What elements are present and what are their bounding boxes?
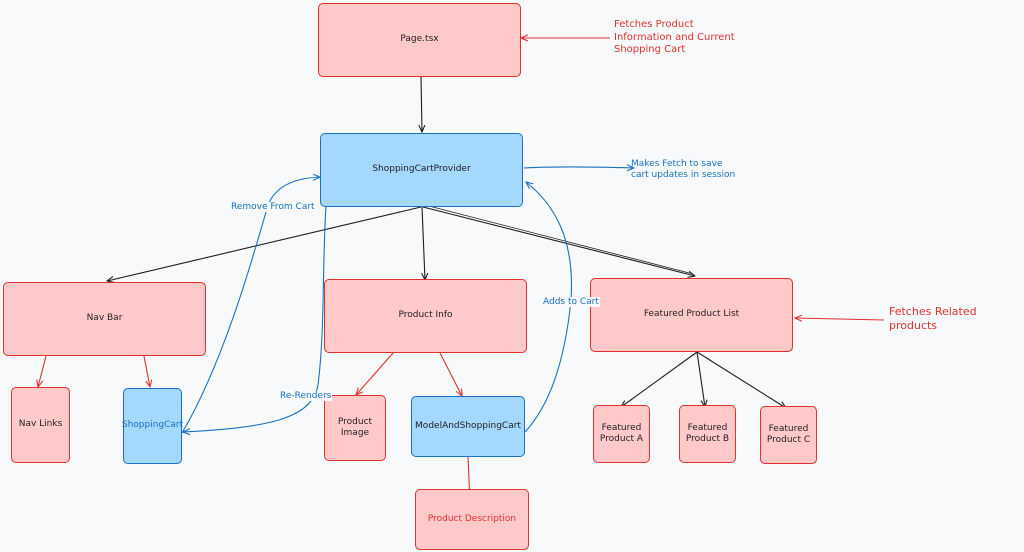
edge-makes-fetch [523,167,634,168]
edge-navbar-to-navlinks [38,355,47,387]
edge-label-re-renders: Re-Renders [279,391,333,401]
node-product-description[interactable]: Product Description [415,489,529,550]
node-product-image-label: Product Image [337,416,373,438]
edge-adds-to-cart [524,182,573,433]
node-shopping-cart-provider-label: ShoppingCartProvider [372,164,471,175]
node-shopping-cart-provider[interactable]: ShoppingCartProvider [320,133,523,207]
node-featured-product-a[interactable]: Featured Product A [593,405,650,463]
node-page-tsx[interactable]: Page.tsx [318,3,521,77]
edge-productinfo-to-image [356,352,394,395]
edge-provider-to-productinfo [422,206,425,280]
node-featured-product-list[interactable]: Featured Product List [590,278,793,352]
edge-featured-to-a [621,351,698,407]
node-page-tsx-label: Page.tsx [400,34,439,45]
node-nav-links[interactable]: Nav Links [11,387,70,463]
edge-featured-to-b [696,351,705,407]
edge-fetches-related [795,318,885,320]
edge-label-remove-from-cart: Remove From Cart [230,202,316,212]
node-featured-product-a-label: Featured Product A [599,422,644,444]
edge-navbar-to-shoppingcart [143,355,150,387]
node-product-description-label: Product Description [427,513,517,524]
annotation-makes-fetch: Makes Fetch to save cart updates in sess… [631,159,736,181]
node-featured-product-b-label: Featured Product B [685,422,730,444]
node-product-info-label: Product Info [398,310,453,321]
edge-featured-to-c [696,351,786,408]
annotation-fetches-product-info: Fetches Product Information and Current … [614,19,735,55]
node-featured-product-c-label: Featured Product C [766,423,811,445]
node-nav-bar[interactable]: Nav Bar [3,282,206,356]
node-product-info[interactable]: Product Info [324,279,527,353]
edge-remove-from-cart [181,177,320,434]
edge-re-renders [183,205,327,432]
edge-label-adds-to-cart: Adds to Cart [542,297,600,307]
edge-provider-to-featuredlist [422,206,695,276]
node-featured-product-b[interactable]: Featured Product B [679,405,736,463]
annotation-fetches-related: Fetches Related products [889,305,977,332]
edge-provider-to-navbar [107,206,422,281]
node-shopping-cart-label: ShoppingCart [121,420,184,431]
node-featured-product-list-label: Featured Product List [643,309,740,320]
node-shopping-cart[interactable]: ShoppingCart [121,388,184,464]
node-model-and-shopping-cart-label: ModelAndShoppingCart [415,420,521,431]
node-nav-bar-label: Nav Bar [86,313,123,324]
node-product-image[interactable]: Product Image [324,395,386,461]
node-featured-product-c[interactable]: Featured Product C [760,406,817,464]
node-nav-links-label: Nav Links [18,419,63,430]
node-model-and-shopping-cart[interactable]: ModelAndShoppingCart [411,396,525,457]
edge-page-to-provider [421,76,422,132]
edge-productinfo-to-model [439,352,462,396]
